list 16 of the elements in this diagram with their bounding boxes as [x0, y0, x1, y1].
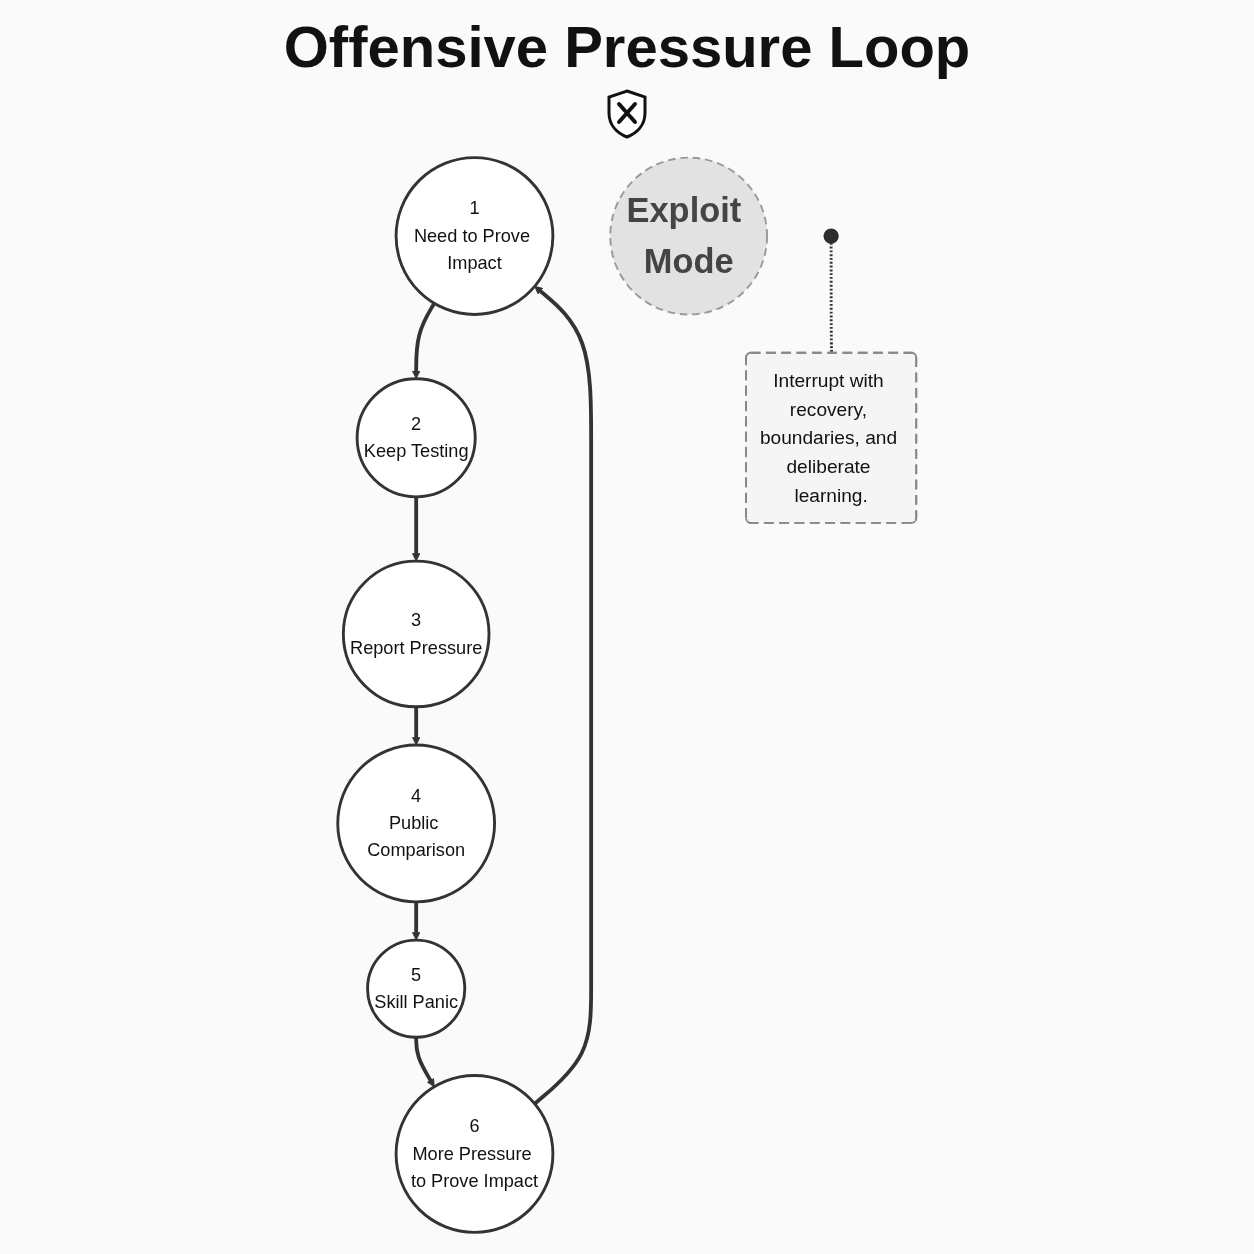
arrow [411, 901, 421, 941]
arrow [411, 706, 421, 746]
node-circle: 2 Keep Testing [355, 377, 477, 499]
arrow [411, 496, 421, 562]
arrow [533, 285, 594, 1106]
node-circle: 1 Need to Prove Impact [394, 156, 555, 316]
node-circle: 4 Public Comparison [336, 743, 496, 904]
connector [829, 242, 834, 354]
node-circle: 5 Skill Panic [366, 938, 467, 1039]
title: Offensive Pressure Loop [283, 14, 971, 81]
node-circle: 6 More Pressure to Prove Impact [394, 1074, 555, 1234]
arrow [411, 302, 436, 380]
node-circle: 3 Report Pressure [341, 559, 491, 709]
node-circle [823, 228, 839, 244]
arrow [414, 1037, 435, 1088]
node-circle: Exploit Mode [609, 156, 769, 316]
